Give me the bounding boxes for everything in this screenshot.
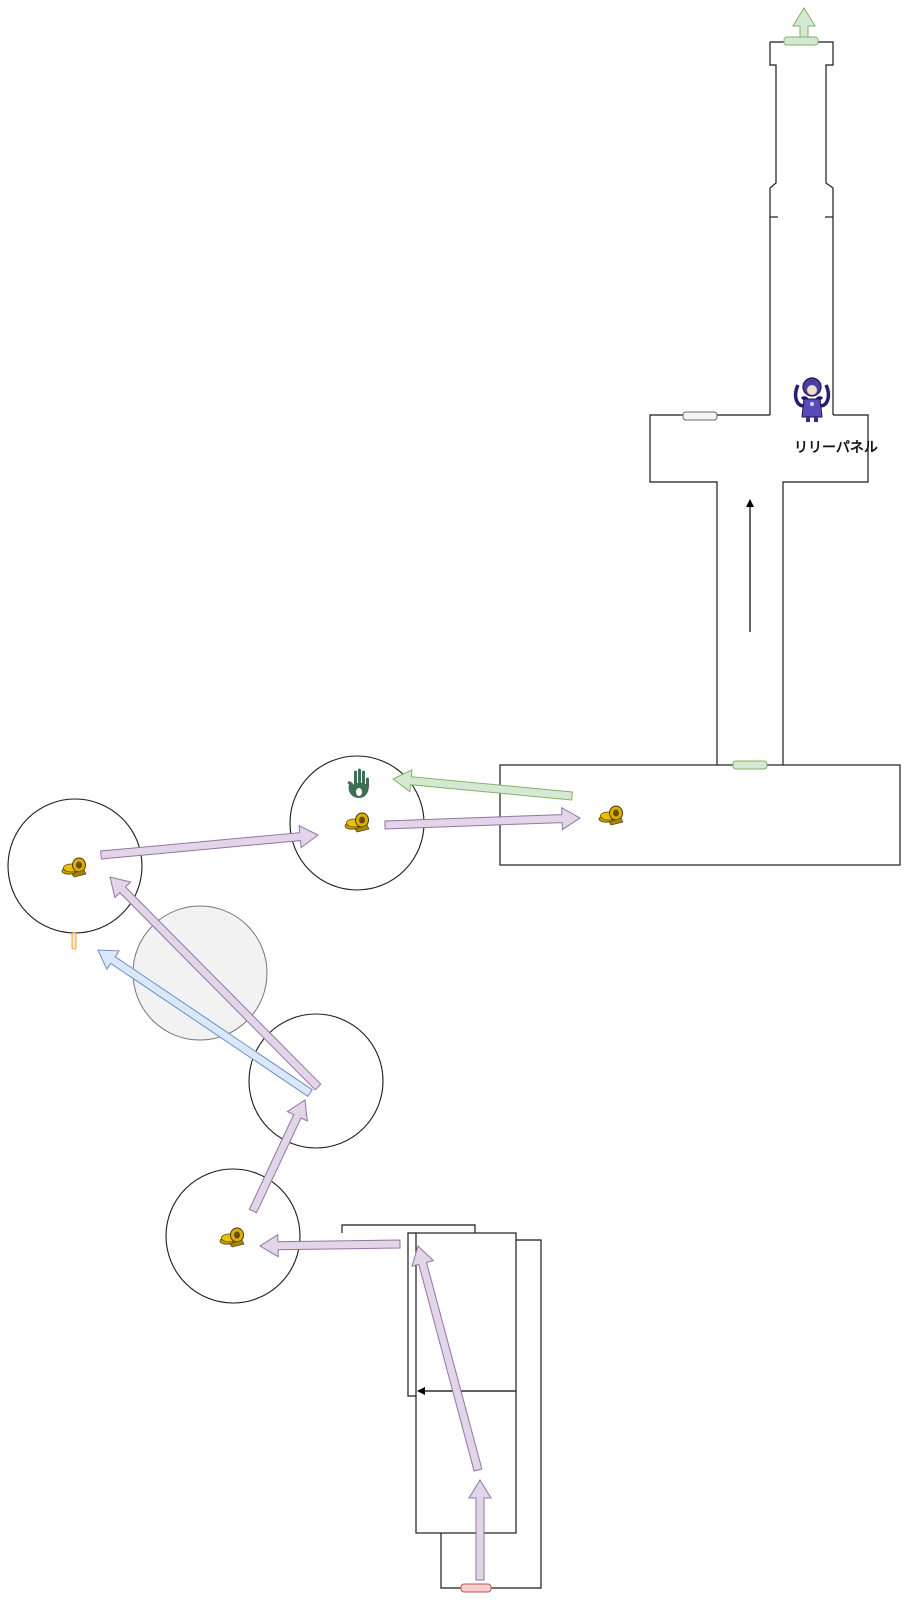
marker-orange <box>71 932 77 950</box>
lily-panel-character-icon <box>793 377 831 422</box>
gold-spring-icon <box>598 805 624 826</box>
route-route-arrow <box>384 806 581 831</box>
door-gray <box>682 411 718 421</box>
route-route-arrow <box>468 1479 492 1581</box>
walls <box>341 41 901 1589</box>
route-route-arrow <box>248 1099 308 1214</box>
green-hand-icon <box>347 768 369 798</box>
lily-panel-label: リリーパネル <box>794 440 878 456</box>
blue-route-arrow <box>97 949 313 1097</box>
route-route-arrow <box>411 1245 483 1472</box>
route-route-arrow <box>259 1233 401 1258</box>
route-route-arrow <box>100 824 319 860</box>
exit-pad-top <box>783 36 819 46</box>
green-route-arrow <box>392 768 573 801</box>
green-route-arrow <box>792 7 816 38</box>
door-green <box>732 760 768 770</box>
route-arrows <box>97 7 816 1581</box>
route-route-arrow <box>109 876 322 1091</box>
entrance-pad-red <box>460 1583 492 1593</box>
